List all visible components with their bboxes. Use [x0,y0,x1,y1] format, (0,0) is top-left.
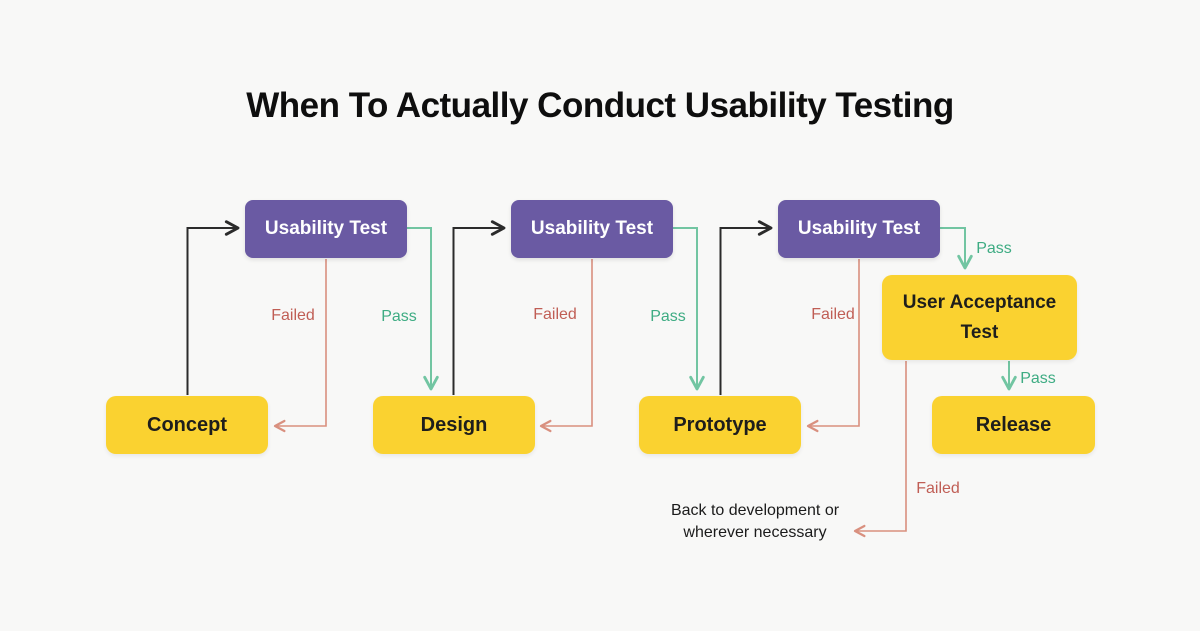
node-usability-test-3: Usability Test [778,200,940,258]
node-design: Design [373,396,535,454]
edge-label-failed-ut2-design: Failed [533,306,577,323]
node-release-label: Release [975,413,1052,436]
note-back-to-development: Back to development or wherever necessar… [671,500,839,544]
connector-design-to-ut2 [452,220,506,395]
edge-label-failed-ut1-concept: Failed [271,307,315,324]
edge-label-pass-ut2-prototype: Pass [650,308,686,325]
edge-label-failed-ut3-prototype: Failed [811,306,855,323]
connector-concept-to-ut1 [186,220,240,395]
node-prototype-label: Prototype [673,413,767,436]
node-user-acceptance-test-label: User Acceptance Test [902,292,1057,343]
edge-label-failed-uat-note: Failed [916,480,960,497]
node-usability-test-3-label: Usability Test [797,218,921,239]
node-usability-test-2: Usability Test [511,200,673,258]
page-title: When To Actually Conduct Usability Testi… [246,86,954,125]
node-release: Release [932,396,1095,454]
node-concept: Concept [106,396,268,454]
node-usability-test-1: Usability Test [245,200,407,258]
node-prototype: Prototype [639,396,801,454]
connector-pass-ut3-to-uat [940,227,973,270]
edge-label-pass-ut1-design: Pass [381,308,417,325]
edge-label-pass-ut3-uat: Pass [976,240,1012,257]
node-user-acceptance-test: User Acceptance Test [882,275,1077,360]
node-usability-test-2-label: Usability Test [530,218,654,239]
node-concept-label: Concept [147,413,227,436]
note-line-2: wherever necessary [683,524,827,541]
connector-failed-uat-to-note [853,361,907,538]
edge-label-pass-uat-release: Pass [1020,370,1056,387]
note-line-1: Back to development or [670,502,840,519]
node-design-label: Design [420,413,488,436]
connector-failed-ut1-to-concept [273,259,327,433]
connector-failed-ut3-to-prototype [806,259,860,433]
connector-failed-ut2-to-design [539,259,593,433]
connector-prototype-to-ut3 [719,220,773,395]
node-usability-test-1-label: Usability Test [264,218,388,239]
